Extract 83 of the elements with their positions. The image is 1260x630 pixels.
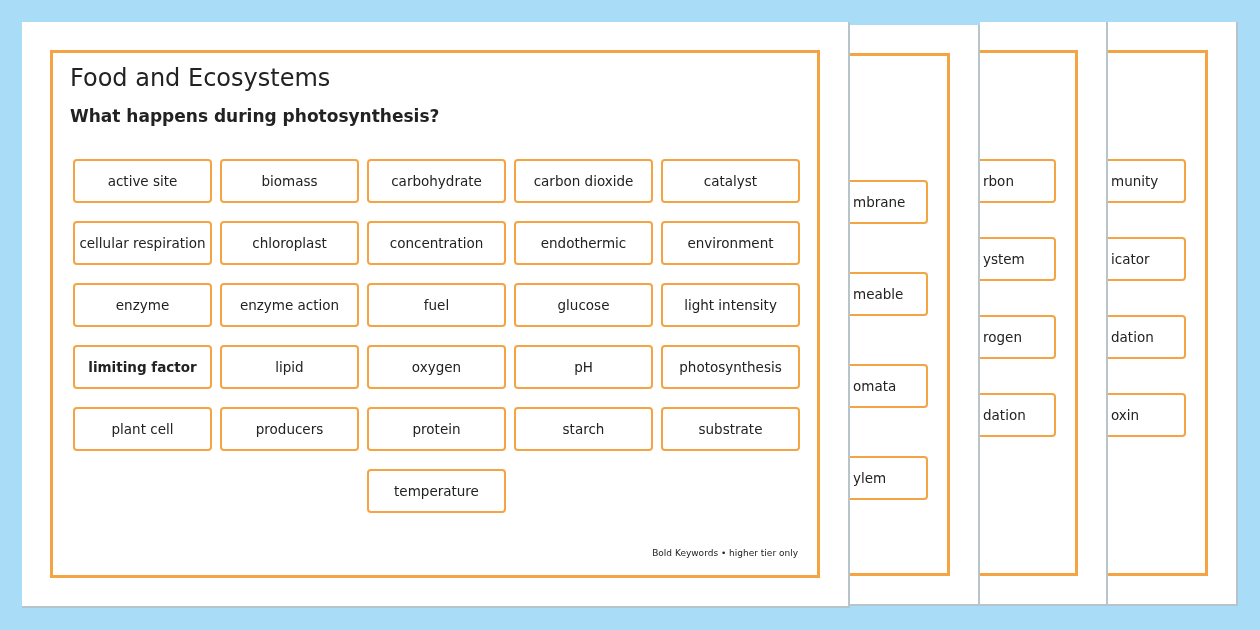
keyword-text: ystem [983,251,1025,267]
keyword-card [661,407,800,451]
keyword-card [220,283,359,327]
keyword-card [850,272,928,316]
keyword-card [661,345,800,389]
keyword-text: fuel [423,297,450,313]
keyword-card [73,221,212,265]
keyword-text: starch [562,421,605,437]
keyword-card [73,407,212,451]
keyword-text: lipid [275,359,304,375]
keyword-card [220,345,359,389]
keyword-card [980,237,1056,281]
keyword-text: enzyme [115,297,170,313]
keyword-text: meable [853,286,904,302]
keyword-card [850,456,928,500]
keyword-text: environment [687,235,774,251]
keyword-text: photosynthesis [679,359,782,375]
keyword-text: protein [412,421,461,437]
keyword-card [73,159,212,203]
keyword-text: omata [853,378,897,394]
page-title: Food and Ecosystems [70,64,331,92]
keyword-text: substrate [698,421,763,437]
keyword-card [661,283,800,327]
keyword-text: cellular respiration [79,235,206,251]
keyword-text: pH [574,359,593,375]
keyword-card [1108,393,1186,437]
keyword-text: mbrane [853,194,906,210]
keyword-card [220,407,359,451]
keyword-card [367,283,506,327]
keyword-text: rbon [983,173,1014,189]
keyword-card [73,345,212,389]
keyword-text: carbohydrate [391,173,482,189]
keyword-text: dation [983,407,1026,423]
keyword-text: dation [1111,329,1154,345]
keyword-card [367,469,506,513]
keyword-card [514,221,653,265]
keyword-card [367,159,506,203]
keyword-card [514,345,653,389]
keyword-text: chloroplast [252,235,327,251]
worksheet-page [22,22,850,608]
keyword-text: concentration [389,235,484,251]
keyword-card [980,393,1056,437]
keyword-card [850,180,928,224]
keyword-card [980,315,1056,359]
keyword-text: rogen [983,329,1022,345]
keyword-card [1108,237,1186,281]
keyword-card [514,283,653,327]
keyword-text: ylem [853,470,887,486]
keyword-card [367,407,506,451]
page-subtitle: What happens during photosynthesis? [70,106,440,126]
worksheet-page [850,25,980,606]
keyword-card [661,221,800,265]
keyword-text: oxygen [411,359,462,375]
keyword-card [980,159,1056,203]
footer-note: Bold Keywords • higher tier only [652,548,798,558]
keyword-text: limiting factor [88,359,197,375]
keyword-text: oxin [1111,407,1140,423]
keyword-text: munity [1111,173,1159,189]
keyword-card [367,221,506,265]
keyword-card [73,283,212,327]
keyword-card [220,159,359,203]
keyword-text: catalyst [703,173,758,189]
keyword-text: light intensity [684,297,777,313]
keyword-text: producers [255,421,324,437]
keyword-text: icator [1111,251,1150,267]
keyword-card [1108,315,1186,359]
keyword-card [661,159,800,203]
keyword-card [1108,159,1186,203]
keyword-card [514,407,653,451]
keyword-card [514,159,653,203]
worksheet-page [980,22,1108,606]
keyword-text: carbon dioxide [533,173,634,189]
keyword-text: temperature [394,483,479,499]
keyword-text: active site [107,173,178,189]
keyword-text: biomass [261,173,318,189]
keyword-card [367,345,506,389]
worksheet-page [1108,22,1238,606]
keyword-text: enzyme action [239,297,340,313]
keyword-text: plant cell [111,421,174,437]
keyword-card [220,221,359,265]
keyword-text: glucose [557,297,610,313]
keyword-card [850,364,928,408]
keyword-text: endothermic [540,235,627,251]
